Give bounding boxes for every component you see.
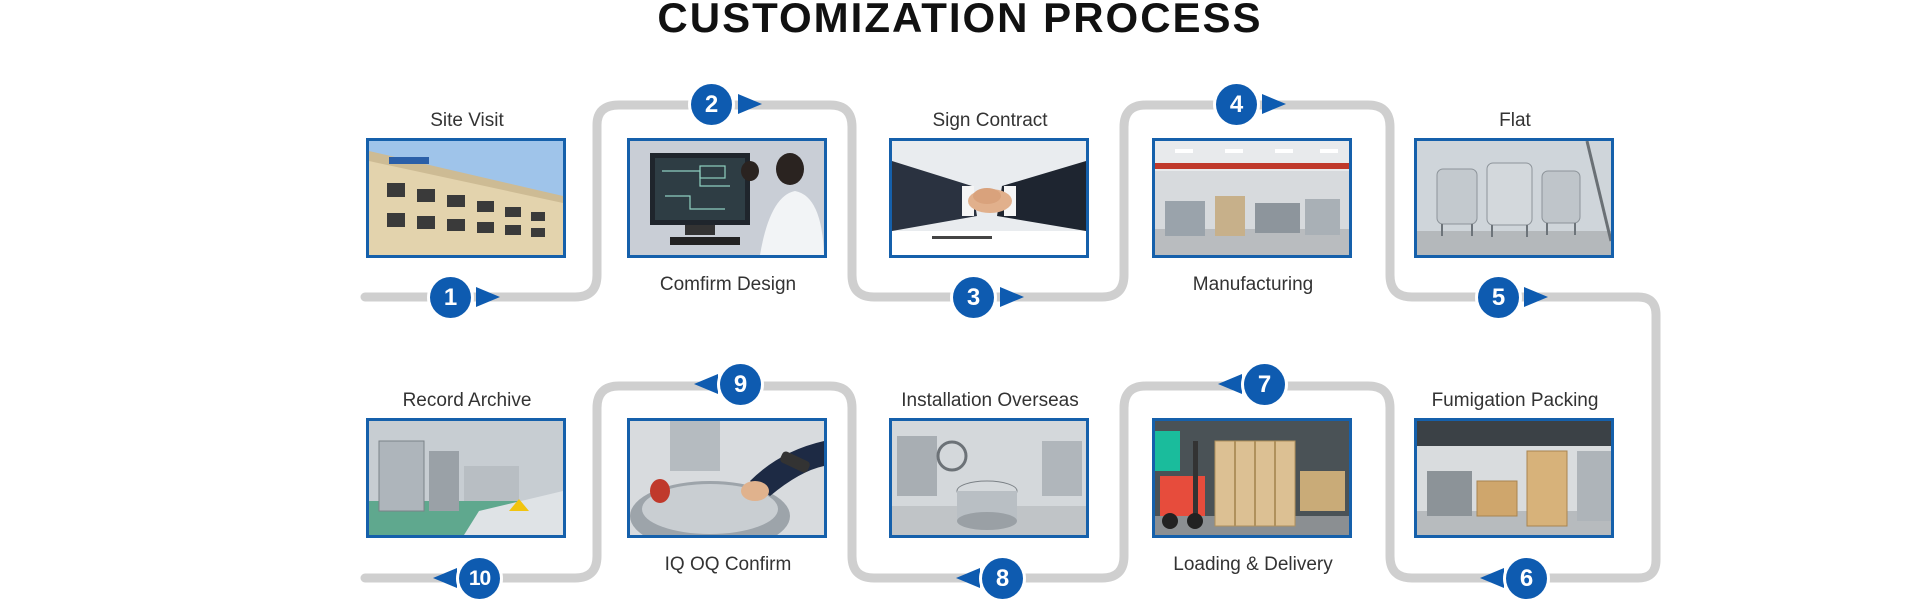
step-badge-2: 2 xyxy=(691,84,732,125)
step-badge-8: 8 xyxy=(982,558,1023,599)
step-badge-6: 6 xyxy=(1506,558,1547,599)
design-workstation-photo xyxy=(627,138,827,258)
installed-equipment-photo xyxy=(889,418,1089,538)
arrow-left-icon xyxy=(956,568,980,588)
tanks-photo xyxy=(1414,138,1614,258)
workshop-photo xyxy=(1152,138,1352,258)
step-badge-1: 1 xyxy=(430,277,471,318)
forklift-crate-photo xyxy=(1152,418,1352,538)
step-label-installation-overseas: Installation Overseas xyxy=(901,390,1079,411)
arrow-left-icon xyxy=(1218,374,1242,394)
step-label-comfirm-design: Comfirm Design xyxy=(659,274,797,295)
handshake-photo xyxy=(889,138,1089,258)
arrow-left-icon xyxy=(694,374,718,394)
arrow-right-icon xyxy=(738,94,762,114)
factory-building-photo xyxy=(366,138,566,258)
packing-crates-photo xyxy=(1414,418,1614,538)
arrow-right-icon xyxy=(1262,94,1286,114)
step-label-sign-contract: Sign Contract xyxy=(932,110,1048,131)
step-label-loading-delivery: Loading & Delivery xyxy=(1173,554,1333,575)
step-badge-9: 9 xyxy=(720,364,761,405)
page-title: CUSTOMIZATION PROCESS xyxy=(657,0,1263,41)
arrow-left-icon xyxy=(433,568,457,588)
step-label-site-visit: Site Visit xyxy=(430,110,504,131)
step-label-manufacturing: Manufacturing xyxy=(1192,274,1314,295)
plant-line-photo xyxy=(366,418,566,538)
step-label-record-archive: Record Archive xyxy=(402,390,532,411)
arrow-right-icon xyxy=(1000,287,1024,307)
step-badge-7: 7 xyxy=(1244,364,1285,405)
inspection-photo xyxy=(627,418,827,538)
step-label-flat: Flat xyxy=(1499,110,1531,131)
step-label-fumigation-packing: Fumigation Packing xyxy=(1431,390,1599,411)
step-badge-5: 5 xyxy=(1478,277,1519,318)
step-badge-10: 10 xyxy=(459,558,500,599)
arrow-right-icon xyxy=(476,287,500,307)
arrow-left-icon xyxy=(1480,568,1504,588)
step-badge-4: 4 xyxy=(1216,84,1257,125)
arrow-right-icon xyxy=(1524,287,1548,307)
step-label-iq-oq-confirm: IQ OQ Confirm xyxy=(664,554,792,575)
step-badge-3: 3 xyxy=(953,277,994,318)
